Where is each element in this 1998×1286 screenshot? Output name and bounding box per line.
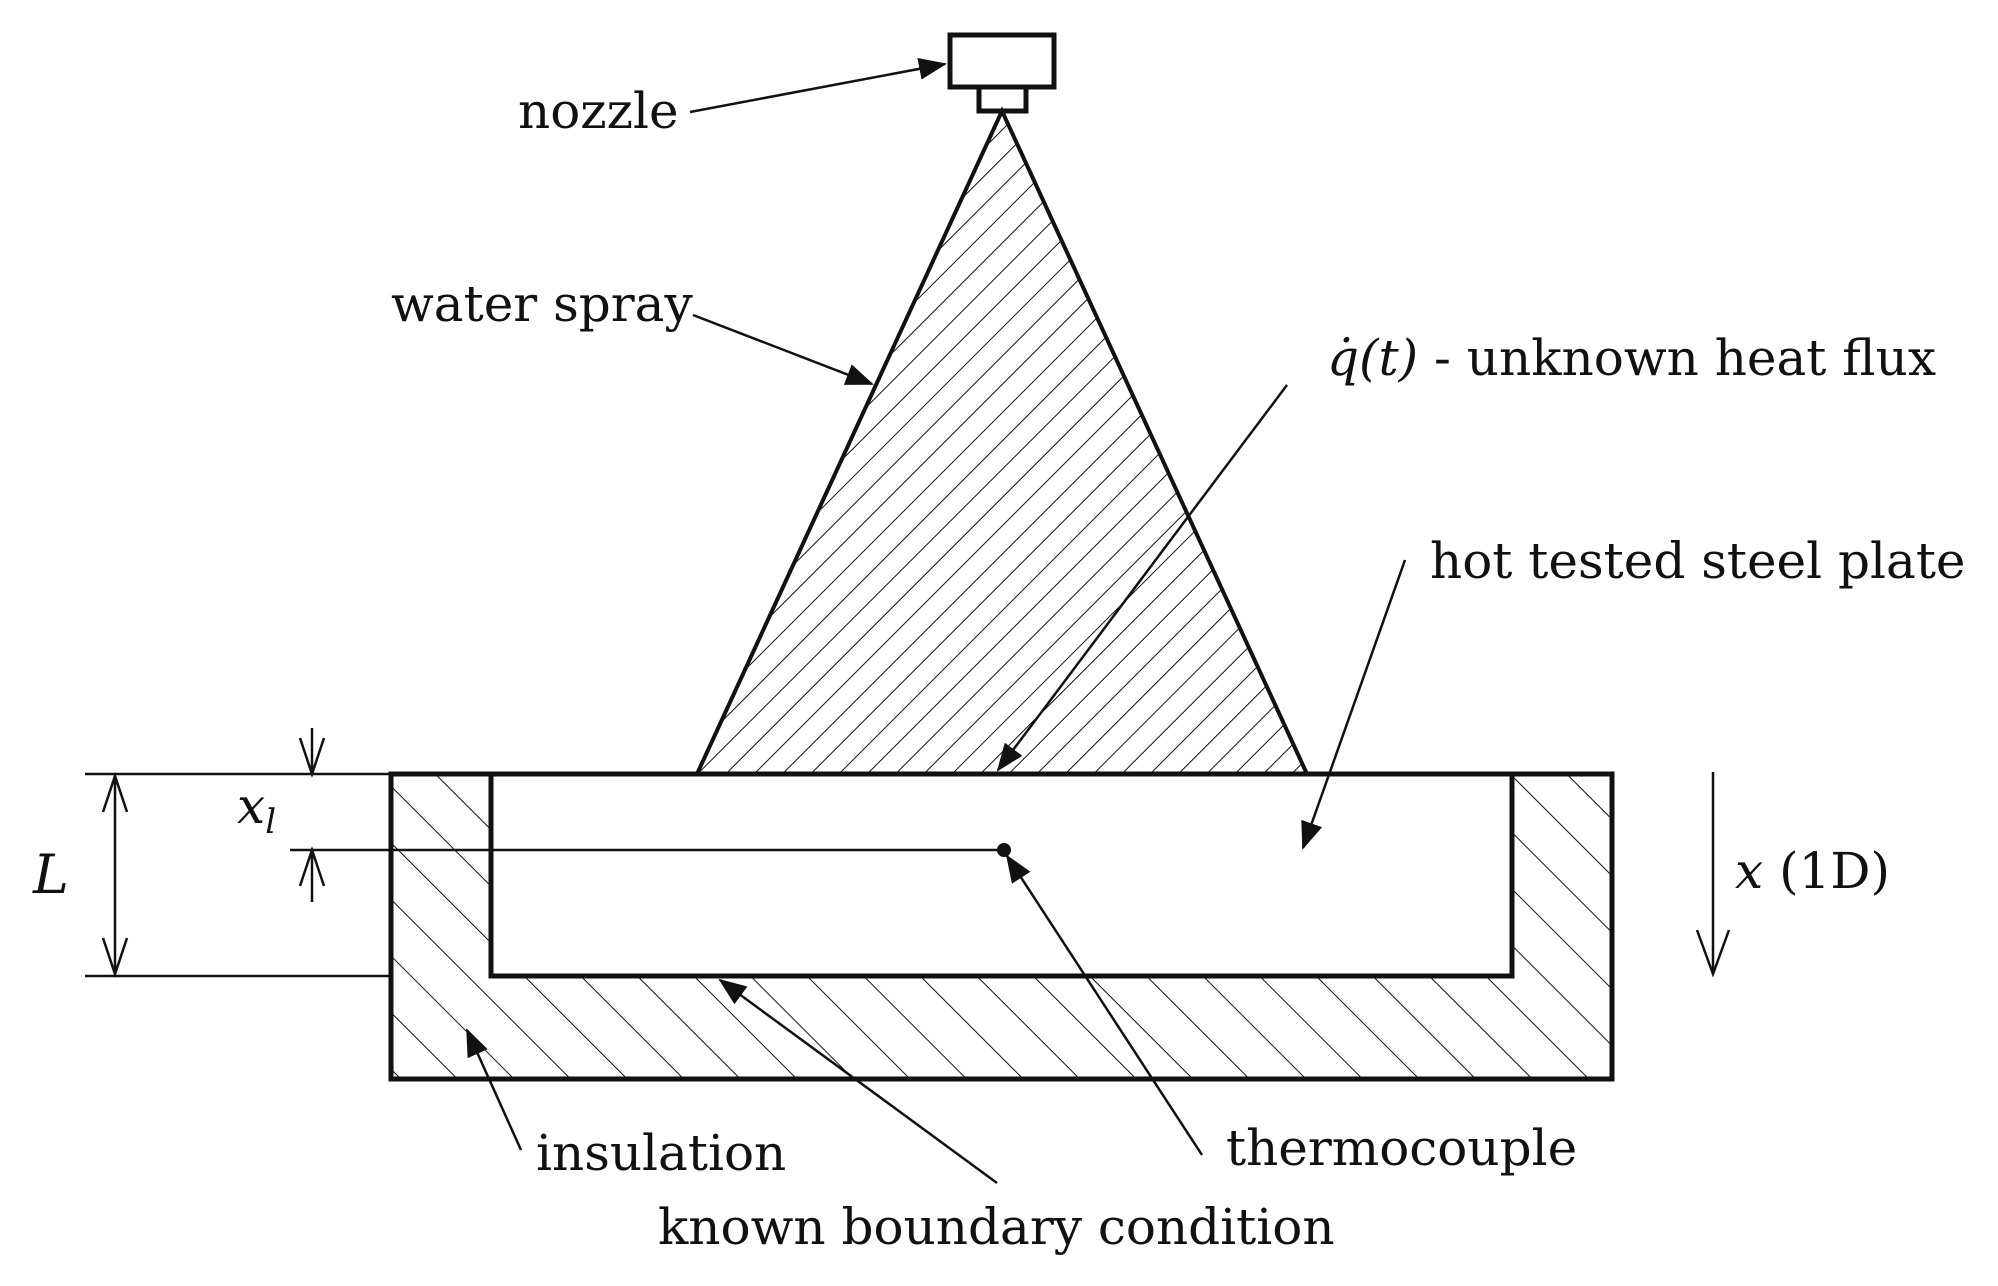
direction-symbol: x <box>1735 842 1763 900</box>
steel-plate-leader <box>1301 559 1407 850</box>
heat-flux-label: q̇(t) - unknown heat flux <box>1327 329 1936 387</box>
thermocouple-depth-symbol: x <box>237 777 265 835</box>
nozzle-leader <box>689 57 947 114</box>
steel-plate <box>488 771 1515 979</box>
thermocouple-leader <box>1005 854 1204 1156</box>
thermocouple-depth-label: xl <box>237 777 276 842</box>
thermocouple-depth-subscript: l <box>265 802 276 842</box>
thermocouple-point <box>997 843 1011 857</box>
direction-label: x (1D) <box>1735 842 1890 900</box>
nozzle-shape <box>947 32 1057 114</box>
direction-text: (1D) <box>1763 842 1890 900</box>
insulation-block <box>391 774 1612 1079</box>
water-spray-leader <box>692 313 874 386</box>
nozzle-label: nozzle <box>518 82 679 140</box>
water-spray-cone <box>693 106 1311 776</box>
insulation-label: insulation <box>536 1124 786 1182</box>
direction-arrow <box>1695 772 1731 978</box>
thermocouple-depth-dimension <box>298 728 326 902</box>
heat-flux-text: - unknown heat flux <box>1418 329 1936 387</box>
heat-flux-symbol: q̇(t) <box>1327 329 1418 387</box>
thickness-label: L <box>32 843 69 906</box>
steel-plate-label: hot tested steel plate <box>1430 532 1966 590</box>
insulation-leader <box>465 1028 523 1151</box>
heat-flux-leader <box>996 384 1288 772</box>
boundary-condition-leader <box>718 978 998 1185</box>
water-spray-label: water spray <box>391 275 693 333</box>
boundary-condition-label: known boundary condition <box>658 1198 1335 1256</box>
thermocouple-label: thermocouple <box>1226 1119 1577 1177</box>
thickness-dimension <box>101 772 129 978</box>
